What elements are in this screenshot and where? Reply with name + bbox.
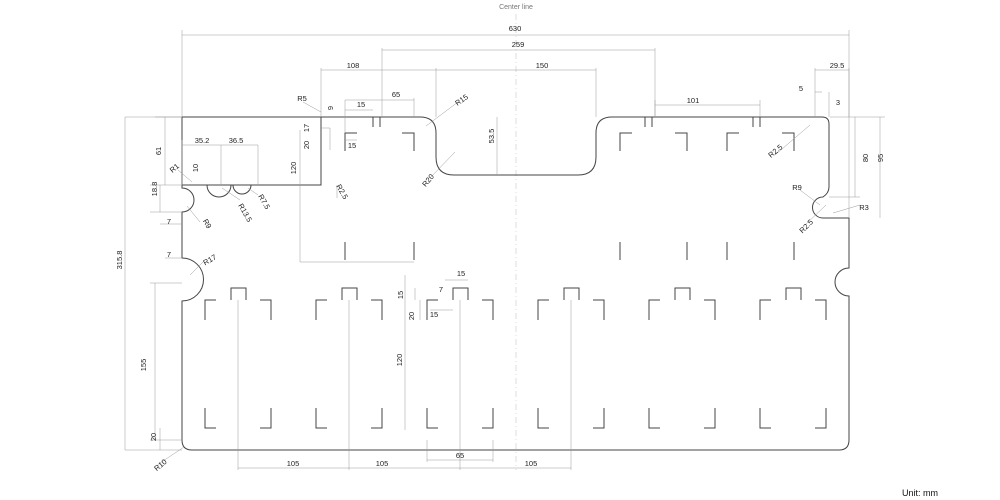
dim-7-a: 7 [167,217,171,226]
dim-35-2: 35.2 [195,136,210,145]
dim-15-e: 15 [430,310,438,319]
dimension-labels: 630 259 150 108 65 15 9 17 20 15 53.5 12… [115,24,885,468]
dim-105-b: 105 [376,459,389,468]
dim-18-8: 18.8 [150,182,159,197]
bracket-marks-lower [204,287,827,429]
dim-108: 108 [347,61,360,70]
radius-r10: R10 [152,457,168,473]
dim-5: 5 [799,84,803,93]
dim-36-5: 36.5 [229,136,244,145]
radius-r2-5-b: R2.5 [334,183,350,201]
dim-65-b: 65 [456,451,464,460]
radius-r15: R15 [453,92,469,107]
dimension-lines [124,30,885,470]
radius-r5: R5 [297,94,307,103]
dim-15-d: 15 [396,291,405,299]
dim-150: 150 [536,61,549,70]
dim-120-b: 120 [395,354,404,367]
dim-105-c: 105 [525,459,538,468]
dim-630: 630 [509,24,522,33]
top-tab-slots [372,117,761,127]
radius-r9-a: R9 [201,217,214,230]
radius-labels: R5 R15 R20 R2.5 R1 R13.5 R7.5 R9 R2.5 R1… [152,92,869,473]
radius-r17: R17 [202,252,218,267]
dim-7-b: 7 [167,250,171,259]
dim-65-top: 65 [392,90,400,99]
radius-r20: R20 [420,172,436,188]
dim-3-a: 3 [836,98,840,107]
dim-105-a: 105 [287,459,300,468]
dim-101: 101 [687,96,700,105]
dim-53-5: 53.5 [487,129,496,144]
dim-20-c: 20 [407,312,416,320]
dim-10: 10 [191,164,200,172]
radius-leaders [159,101,861,464]
radius-r1: R1 [168,162,181,175]
unit-label: Unit: mm [902,488,938,498]
dim-155: 155 [139,359,148,372]
radius-r3: R3 [859,203,869,212]
part-outline [181,116,850,451]
radius-r2-5-a: R2.5 [766,143,784,160]
dim-259: 259 [512,40,525,49]
dim-29-5: 29.5 [830,61,845,70]
dim-95: 95 [876,154,885,162]
dim-17: 17 [302,124,311,132]
dim-15-b: 15 [348,141,356,150]
dim-315-8: 315.8 [115,251,124,270]
radius-r2-5-c: R2.5 [797,217,815,235]
dim-80: 80 [861,154,870,162]
dim-61: 61 [154,147,163,155]
dim-120-a: 120 [289,162,298,175]
dim-20-b: 20 [149,433,158,441]
radius-r7-5: R7.5 [256,193,272,211]
bracket-marks-upper [344,132,795,260]
center-line-label: Center line [499,4,533,11]
dim-9: 9 [326,106,335,110]
dim-15-c: 15 [457,269,465,278]
dim-20-a: 20 [302,141,311,149]
left-step-notches [206,184,252,198]
radius-r9-b: R9 [792,183,802,192]
radius-r13-5: R13.5 [236,202,254,224]
dim-15-a: 15 [357,100,365,109]
dim-7-c: 7 [439,285,443,294]
